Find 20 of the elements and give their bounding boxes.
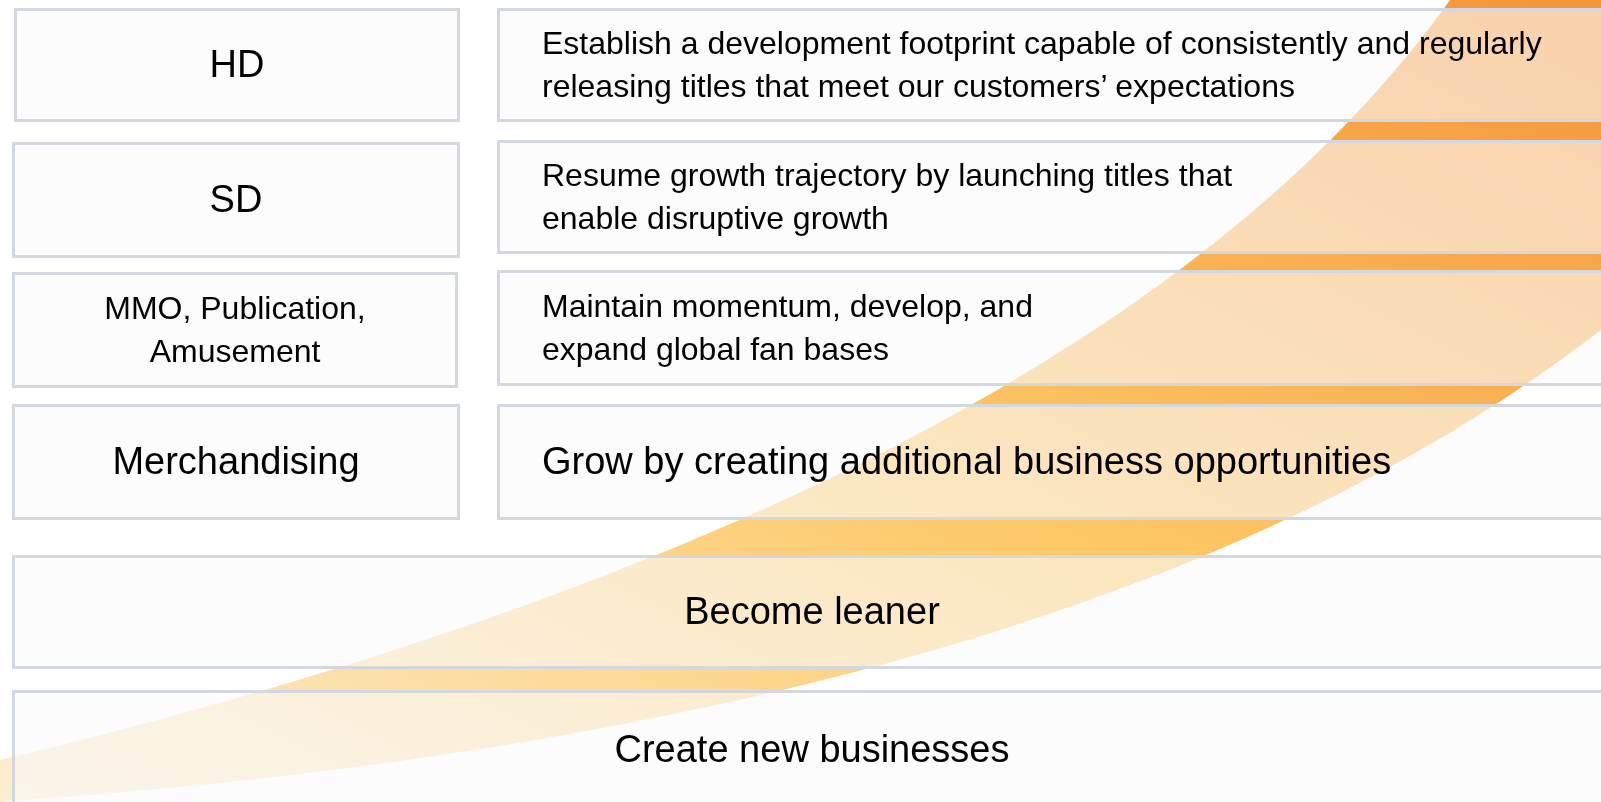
description-text: Grow by creating additional business opportunities [542,439,1392,485]
row-heading: Merchandising [112,439,360,485]
text-box [12,555,1601,669]
text-box [12,690,1601,802]
text-box [12,272,458,388]
description-text: Resume growth trajectory by launching titles that enable disruptive growth [542,155,1234,238]
text-box [497,8,1601,122]
row-heading: MMO, Publication, Amusement [103,288,367,371]
text-box [14,8,460,122]
row-heading: HD [209,42,265,88]
text-box [497,270,1601,386]
text-box [12,142,460,258]
row-heading: Create new businesses [614,727,1010,773]
row-heading: SD [209,177,263,223]
row-heading: Become leaner [684,589,940,635]
text-box [497,404,1601,520]
description-text: Maintain momentum, develop, and expand global fan bases [542,286,1034,369]
description-text: Establish a development footprint capable of consistently and regularly releasing titles that meet our customers’ expectations [542,23,1543,106]
text-box [497,140,1601,254]
text-box [12,404,460,520]
